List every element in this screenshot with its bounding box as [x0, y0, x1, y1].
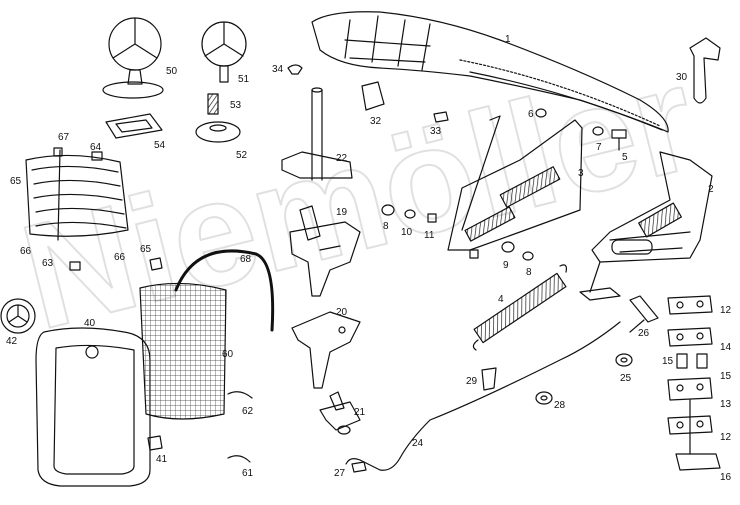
label-40: 40: [84, 318, 96, 329]
part-hinge-plates: [667, 295, 721, 471]
part-mascot-base: [195, 121, 241, 143]
label-14: 14: [720, 342, 732, 353]
part-release-handle: [629, 295, 659, 333]
label-5: 5: [622, 152, 628, 163]
label-33: 33: [430, 126, 442, 137]
label-68: 68: [240, 254, 252, 265]
label-51: 51: [238, 74, 250, 85]
part-lock-plate: [291, 311, 361, 389]
label-4: 4: [498, 294, 504, 305]
part-lock-bracket: [289, 205, 361, 297]
label-12b: 12: [720, 432, 732, 443]
label-63: 63: [42, 258, 54, 269]
label-22: 22: [336, 153, 348, 164]
part-small-spring: [207, 93, 219, 115]
part-hinge-left: [447, 115, 583, 259]
label-30: 30: [676, 72, 688, 83]
part-hood: [311, 11, 669, 133]
label-29: 29: [466, 376, 478, 387]
part-clip-67: [53, 147, 63, 157]
label-20: 20: [336, 307, 348, 318]
label-67: 67: [58, 132, 70, 143]
label-9: 9: [503, 260, 509, 271]
label-24: 24: [412, 438, 424, 449]
label-19: 19: [336, 207, 348, 218]
label-42: 42: [6, 336, 18, 347]
label-64: 64: [90, 142, 102, 153]
label-32: 32: [370, 116, 382, 127]
label-16: 16: [720, 472, 732, 483]
label-41: 41: [156, 454, 168, 465]
label-10: 10: [401, 227, 413, 238]
part-grille-shell: [35, 327, 151, 487]
part-washer-7: [592, 126, 604, 136]
part-gasket: [105, 113, 163, 139]
part-labels: 1 2 3 4 5 6 7 8 8 9 10 11 12 12 13 14 15…: [6, 34, 732, 483]
label-8b: 8: [526, 267, 532, 278]
label-34: 34: [272, 64, 284, 75]
label-66a: 66: [20, 246, 32, 257]
part-lock: [319, 391, 361, 435]
part-hinge-right: [579, 151, 713, 301]
label-26: 26: [638, 328, 650, 339]
label-53: 53: [230, 100, 242, 111]
label-54: 54: [154, 140, 166, 151]
part-hook: [689, 37, 721, 104]
label-8a: 8: [383, 221, 389, 232]
part-pin-base: [281, 87, 353, 181]
part-clip-29: [481, 367, 497, 391]
label-50: 50: [166, 66, 178, 77]
part-star-mascot-2: [201, 21, 247, 83]
part-grille-mesh: [139, 282, 227, 420]
label-28: 28: [554, 400, 566, 411]
label-15a: 15: [662, 356, 674, 367]
part-release-cable: [345, 321, 621, 471]
label-2: 2: [708, 184, 714, 195]
part-spring: [472, 264, 567, 351]
label-3: 3: [578, 168, 584, 179]
label-52: 52: [236, 150, 248, 161]
label-62: 62: [242, 406, 254, 417]
part-strip-61: [227, 455, 251, 463]
label-65b: 65: [140, 244, 152, 255]
part-plug-34: [287, 64, 303, 75]
label-61: 61: [242, 468, 254, 479]
part-louvre-panel: [25, 149, 129, 241]
label-7: 7: [596, 142, 602, 153]
label-27: 27: [334, 468, 346, 479]
label-12a: 12: [720, 305, 732, 316]
part-badge: [0, 298, 36, 334]
part-screw-33: [433, 111, 449, 123]
label-15b: 15: [720, 371, 732, 382]
part-bolt: [611, 129, 627, 151]
part-washer-6: [535, 108, 547, 118]
part-clip-41: [147, 435, 163, 451]
part-grommet: [615, 353, 633, 367]
part-washers-small: [381, 204, 534, 261]
label-25: 25: [620, 373, 632, 384]
part-arc-strip: [174, 249, 275, 332]
label-11: 11: [424, 230, 435, 241]
label-6: 6: [528, 109, 534, 120]
part-cable-clip: [351, 461, 367, 473]
part-clip-63: [69, 261, 81, 271]
label-1: 1: [505, 34, 511, 45]
label-60: 60: [222, 349, 234, 360]
part-clip-64: [91, 151, 103, 161]
part-strips-66: [149, 257, 163, 271]
part-grommet-28: [535, 391, 553, 405]
part-star-mascot: [102, 17, 164, 99]
part-buffer: [361, 81, 385, 111]
label-66b: 66: [114, 252, 126, 263]
label-65a: 65: [10, 176, 22, 187]
label-21: 21: [354, 407, 366, 418]
label-13: 13: [720, 399, 732, 410]
part-strip-62: [227, 391, 253, 399]
watermark-text: Niemöller: [7, 33, 711, 361]
